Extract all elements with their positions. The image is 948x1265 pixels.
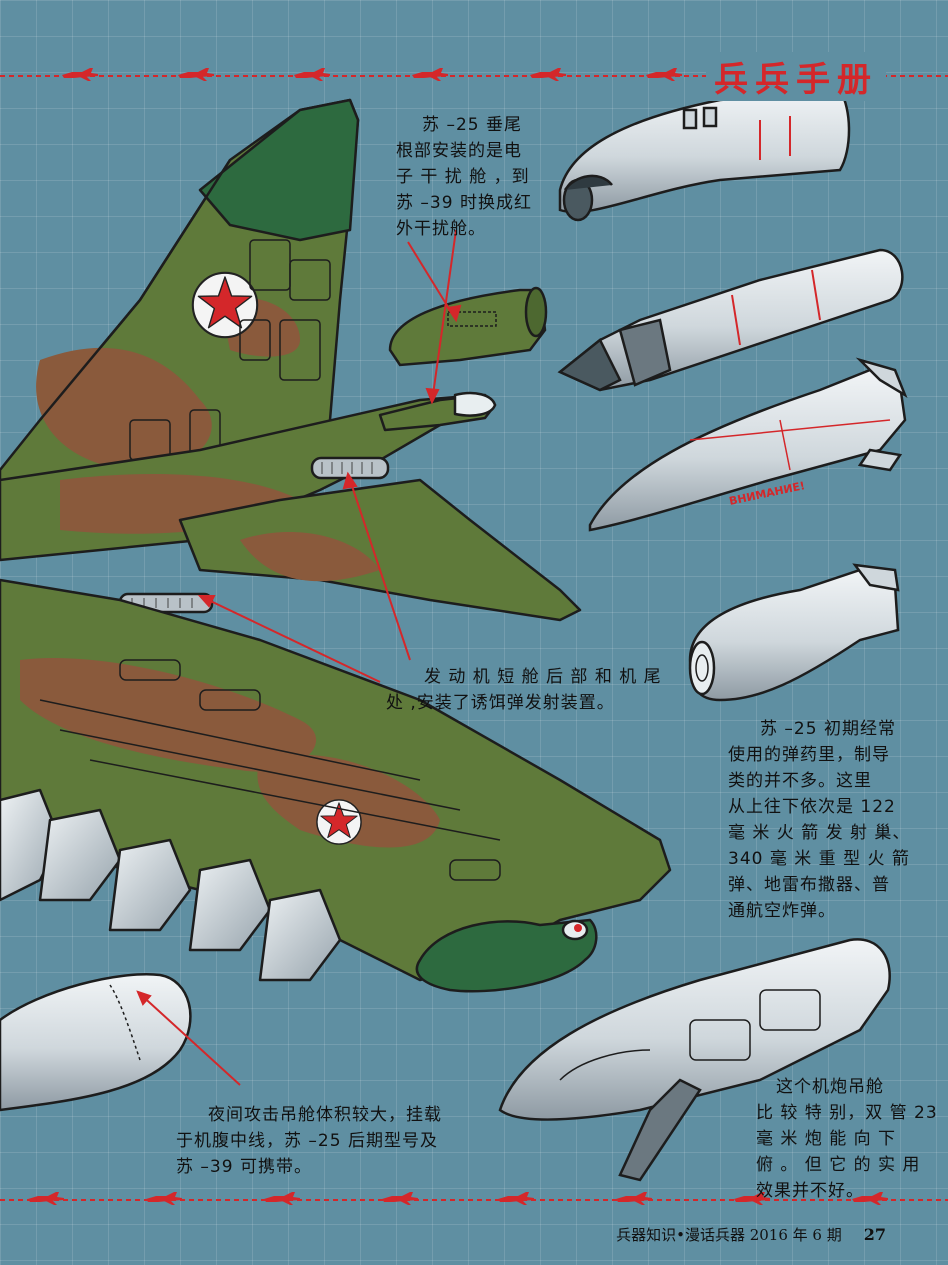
- jet-silhouette-icon: [412, 68, 448, 81]
- callout-gun-pod: 这个机炮吊舱 比 较 特 别，双 管 23 毫 米 炮 能 向 下 俯 。 但 …: [756, 1074, 938, 1204]
- callout-line: 子 干 扰 舱 ，到: [396, 167, 530, 187]
- callout-line: 苏 –39 可携带。: [176, 1157, 312, 1177]
- callout-line: 类的并不多。这里: [728, 771, 872, 791]
- jet-silhouette-icon: [28, 1192, 64, 1205]
- callout-line: 根部安装的是电: [396, 141, 522, 161]
- callout-line: 夜间攻击吊舱体积较大，挂载: [208, 1105, 442, 1125]
- general-purpose-bomb: [688, 563, 900, 702]
- callout-leaders: [136, 229, 462, 1086]
- heavy-rocket: [557, 248, 904, 392]
- callout-flares: 发 动 机 短 舱 后 部 和 机 尾 处 ,安装了诱饵弹发射装置。: [386, 664, 662, 716]
- page-footer: 兵器知识•漫话兵器 2016 年 6 期 27: [616, 1224, 886, 1245]
- callout-line: 通航空炸弹。: [728, 901, 836, 921]
- callout-line: 发 动 机 短 舱 后 部 和 机 尾: [424, 667, 662, 687]
- callout-line: 于机腹中线，苏 –25 后期型号及: [176, 1131, 438, 1151]
- column-title: 兵兵手册: [706, 52, 886, 101]
- jet-silhouette-icon: [294, 68, 330, 81]
- jet-silhouette-icon: [616, 1192, 652, 1205]
- red-star-insignia: [315, 798, 363, 846]
- callout-line: 苏 –25 垂尾: [422, 115, 522, 135]
- jammer-pod: [388, 286, 548, 367]
- jet-silhouette-icon: [646, 68, 682, 81]
- page-number: 27: [863, 1225, 886, 1244]
- callout-line: 外干扰舱。: [396, 219, 486, 239]
- jet-silhouette-icon: [62, 68, 98, 81]
- callout-line: 效果并不好。: [756, 1181, 864, 1201]
- callout-line: 使用的弹药里，制导: [728, 745, 890, 765]
- callout-line: 毫 米 炮 能 向 下: [756, 1129, 897, 1149]
- callout-line: 比 较 特 别，双 管 23: [756, 1103, 938, 1123]
- callout-line: 处 ,安装了诱饵弹发射装置。: [386, 693, 615, 713]
- callout-munitions: 苏 –25 初期经常 使用的弹药里，制导 类的并不多。这里 从上往下依次是 12…: [728, 716, 910, 924]
- mine-dispenser: ВНИМАНИЕ!: [588, 357, 908, 532]
- callout-line: 苏 –39 时换成红: [396, 193, 532, 213]
- red-star-insignia: [191, 271, 259, 339]
- callout-line: 这个机炮吊舱: [776, 1077, 884, 1097]
- callout-line: 俯 。 但 它 的 实 用: [756, 1155, 921, 1175]
- publication-info: 兵器知识•漫话兵器 2016 年 6 期: [616, 1226, 842, 1244]
- callout-line: 340 毫 米 重 型 火 箭: [728, 849, 910, 869]
- flare-dispenser: [310, 456, 390, 480]
- su25-aircraft: [0, 98, 672, 993]
- jet-silhouette-icon: [530, 68, 566, 81]
- jet-silhouette-icon: [146, 1192, 182, 1205]
- gun-pod: [498, 938, 891, 1182]
- callout-line: 从上往下依次是 122: [728, 797, 896, 817]
- rocket-launcher-pod: [558, 88, 851, 222]
- jet-silhouette-icon: [498, 1192, 534, 1205]
- jet-silhouette-icon: [264, 1192, 300, 1205]
- jet-silhouette-icon: [382, 1192, 418, 1205]
- callout-tail-pod: 苏 –25 垂尾 根部安装的是电 子 干 扰 舱 ，到 苏 –39 时换成红 外…: [396, 112, 532, 242]
- night-attack-pod: [0, 973, 192, 1112]
- callout-line: 弹、地雷布撒器、普: [728, 875, 890, 895]
- jet-silhouette-icon: [178, 68, 214, 81]
- callout-night-pod: 夜间攻击吊舱体积较大，挂载 于机腹中线，苏 –25 后期型号及 苏 –39 可携…: [176, 1102, 442, 1180]
- callout-line: 苏 –25 初期经常: [760, 719, 896, 739]
- callout-line: 毫 米 火 箭 发 射 巢、: [728, 823, 911, 843]
